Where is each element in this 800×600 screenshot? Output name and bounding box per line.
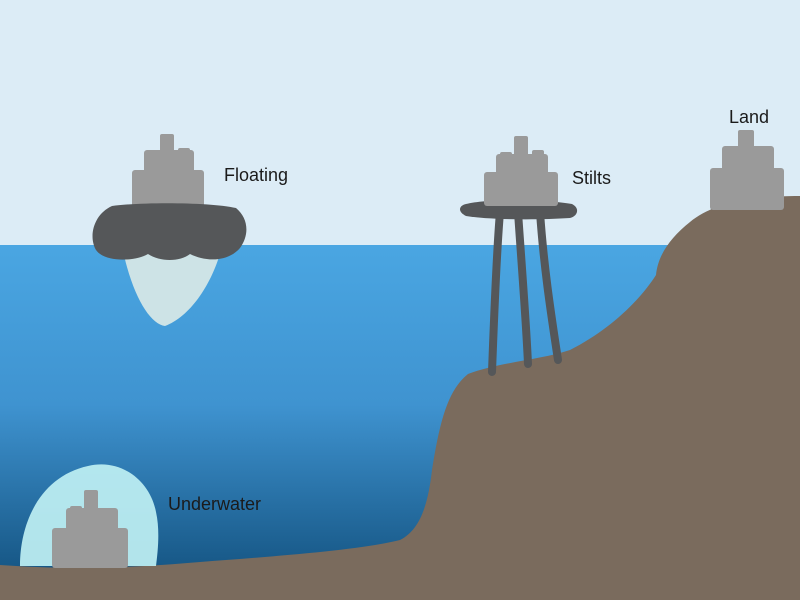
floating-platform: [92, 203, 247, 260]
stilts: [488, 208, 562, 376]
stilt-building: [484, 136, 558, 206]
label-floating: Floating: [224, 165, 289, 185]
land-terrain: [0, 196, 800, 600]
label-stilts: Stilts: [572, 168, 612, 188]
label-underwater: Underwater: [168, 494, 262, 514]
floating-building: [132, 134, 204, 210]
land-building: [710, 130, 784, 210]
underwater-building: [52, 490, 128, 568]
floating-ice-hull: [122, 246, 222, 326]
label-land: Land: [729, 107, 770, 127]
